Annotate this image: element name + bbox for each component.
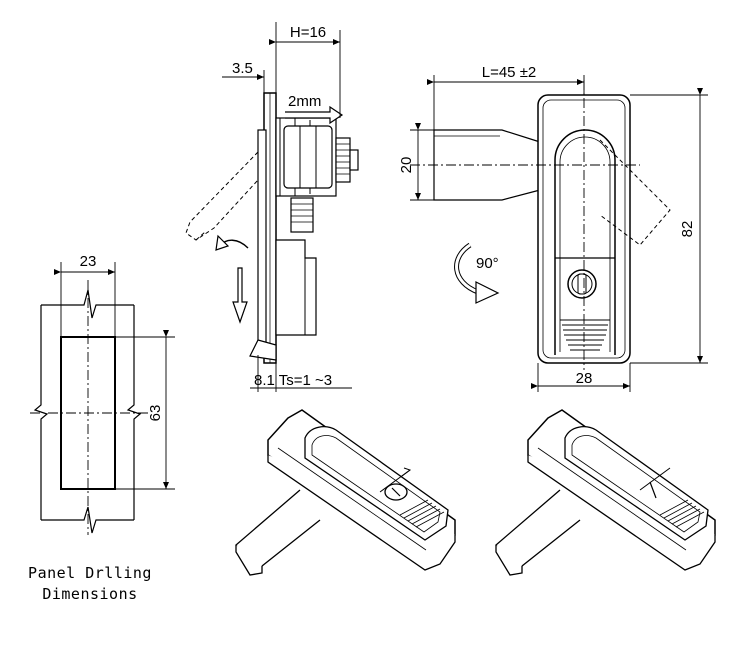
dim-label-82: 82 bbox=[679, 221, 696, 238]
label-2mm: 2mm bbox=[288, 93, 321, 110]
front-view bbox=[410, 75, 708, 392]
lock-flange bbox=[257, 129, 267, 356]
dim-label-l45: L=45 ±2 bbox=[482, 64, 537, 81]
iso-slot-left bbox=[304, 426, 449, 541]
dim-label-3-5: 3.5 bbox=[232, 60, 253, 77]
dim-label-20: 20 bbox=[398, 157, 415, 174]
lock-cylinder bbox=[567, 269, 597, 299]
dim-label-28: 28 bbox=[576, 370, 593, 387]
down-arrow-side bbox=[232, 267, 248, 324]
panel-outline-left bbox=[33, 305, 49, 520]
dim-label-h16: H=16 bbox=[290, 24, 326, 41]
panel-break-bottom bbox=[41, 506, 134, 534]
panel-drilling-caption: Panel Drlling Dimensions bbox=[10, 563, 170, 605]
isometric-view-closed-key bbox=[235, 409, 456, 576]
caption-line-2: Dimensions bbox=[42, 585, 138, 603]
knurled-nut bbox=[335, 137, 351, 183]
dim-label-23: 23 bbox=[80, 253, 97, 270]
dim-label-ts: 8.1 Ts=1 ~3 bbox=[254, 372, 332, 389]
caption-line-1: Panel Drlling bbox=[28, 564, 152, 582]
handle-open-dashed bbox=[185, 151, 259, 241]
isometric-view-closed-plain bbox=[495, 409, 716, 576]
handle-tail bbox=[249, 339, 277, 361]
lock-body-nut bbox=[283, 125, 333, 189]
iso-slot-right bbox=[564, 426, 709, 541]
panel-break-top bbox=[41, 289, 134, 319]
side-view bbox=[185, 22, 359, 392]
screw bbox=[290, 197, 314, 233]
rotation-label-90: 90° bbox=[476, 255, 499, 272]
handle-rotated-dashed bbox=[599, 139, 671, 246]
dim-label-63: 63 bbox=[147, 405, 164, 422]
panel-outline-right bbox=[126, 305, 142, 520]
handle-slot bbox=[554, 129, 616, 355]
cam-block bbox=[275, 239, 317, 336]
grip-ridges bbox=[560, 319, 610, 351]
panel-drilling-view bbox=[30, 262, 175, 535]
push-arrow bbox=[285, 105, 344, 125]
